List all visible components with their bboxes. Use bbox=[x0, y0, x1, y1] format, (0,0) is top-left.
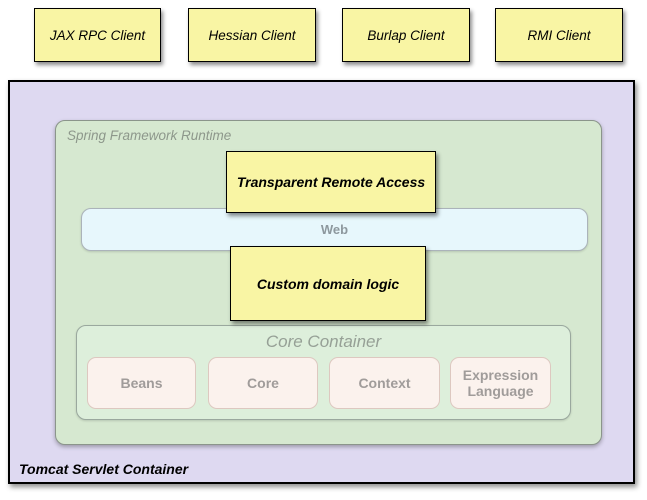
client-label: RMI Client bbox=[527, 28, 590, 43]
module-label: Beans bbox=[120, 375, 162, 391]
client-box-jax-rpc: JAX RPC Client bbox=[34, 8, 161, 62]
transparent-remote-access-box: Transparent Remote Access bbox=[226, 151, 436, 213]
transparent-remote-access-label: Transparent Remote Access bbox=[237, 174, 425, 190]
module-label: Expression Language bbox=[456, 367, 545, 399]
client-label: JAX RPC Client bbox=[50, 28, 145, 43]
module-beans: Beans bbox=[87, 357, 196, 409]
client-label: Hessian Client bbox=[208, 28, 295, 43]
custom-domain-logic-label: Custom domain logic bbox=[257, 276, 399, 292]
module-core: Core bbox=[208, 357, 318, 409]
spring-framework-runtime: Spring Framework Runtime Web Transparent… bbox=[55, 120, 602, 445]
custom-domain-logic-box: Custom domain logic bbox=[230, 246, 426, 321]
runtime-title: Spring Framework Runtime bbox=[67, 128, 231, 143]
core-container: Core Container Beans Core Context Expres… bbox=[76, 325, 571, 420]
client-box-rmi: RMI Client bbox=[495, 8, 623, 62]
module-label: Core bbox=[247, 375, 279, 391]
client-label: Burlap Client bbox=[367, 28, 444, 43]
web-label: Web bbox=[321, 222, 348, 237]
client-box-burlap: Burlap Client bbox=[342, 8, 470, 62]
module-context: Context bbox=[329, 357, 440, 409]
core-container-title: Core Container bbox=[77, 332, 570, 352]
tomcat-servlet-container: Spring Framework Runtime Web Transparent… bbox=[8, 80, 635, 484]
client-box-hessian: Hessian Client bbox=[188, 8, 316, 62]
module-expression-language: Expression Language bbox=[450, 357, 551, 409]
module-label: Context bbox=[358, 375, 410, 391]
tomcat-container-label: Tomcat Servlet Container bbox=[19, 461, 188, 477]
web-layer: Web bbox=[81, 208, 588, 251]
